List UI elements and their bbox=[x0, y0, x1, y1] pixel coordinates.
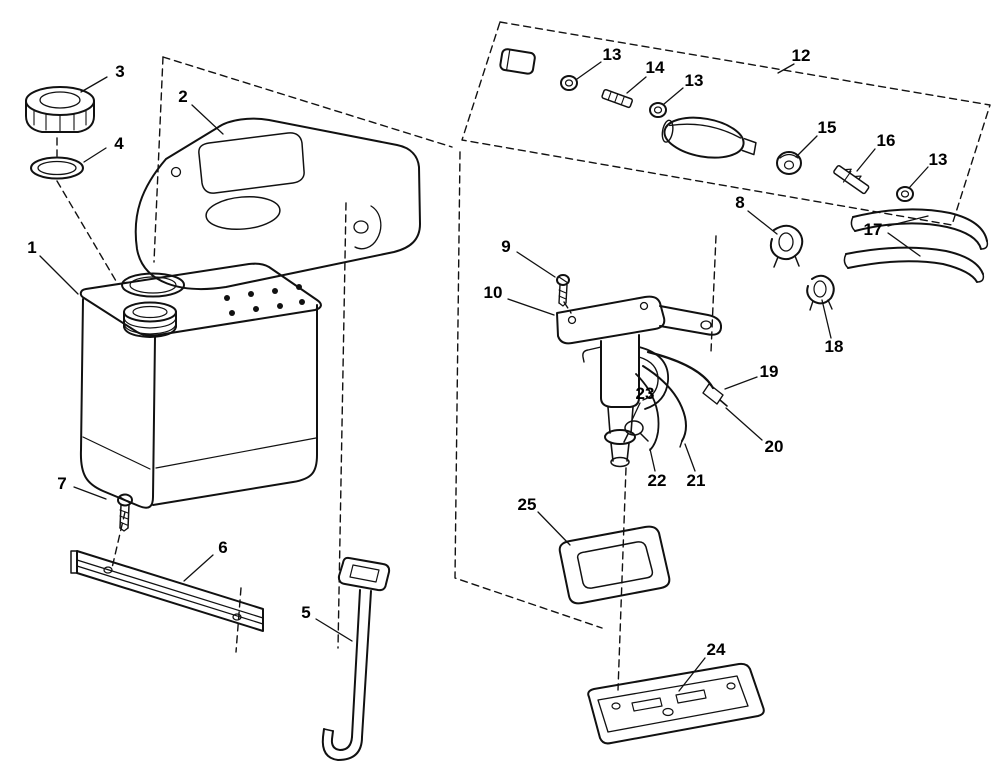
part-label-14: 14 bbox=[645, 58, 665, 77]
assembly-guide-lines bbox=[56, 21, 991, 691]
part-23-clamp bbox=[623, 420, 649, 443]
part-label-13a: 13 bbox=[602, 45, 622, 64]
part-label-9: 9 bbox=[501, 237, 511, 256]
part-6-mounting-bracket bbox=[70, 550, 264, 632]
part-label-7: 7 bbox=[57, 474, 67, 493]
part-16-connector bbox=[833, 165, 870, 195]
part-2-tank-cover bbox=[134, 117, 421, 291]
part-label-13b: 13 bbox=[684, 71, 704, 90]
part-5-dipstick bbox=[321, 556, 391, 761]
kit-filter-bulb bbox=[661, 116, 757, 159]
part-label-17: 17 bbox=[863, 220, 883, 239]
part-label-5: 5 bbox=[301, 603, 311, 622]
part-22-wire bbox=[635, 373, 660, 451]
part-9-pump-screw bbox=[556, 274, 570, 307]
part-label-18: 18 bbox=[824, 337, 844, 356]
part-label-16: 16 bbox=[876, 131, 896, 150]
part-4-cap-gasket bbox=[30, 156, 84, 180]
part-3-filler-cap bbox=[25, 86, 95, 133]
part-label-2: 2 bbox=[178, 87, 188, 106]
part-15-cap bbox=[776, 151, 802, 175]
part-label-4: 4 bbox=[114, 134, 124, 153]
part-label-3: 3 bbox=[115, 62, 125, 81]
part-label-15: 15 bbox=[817, 118, 837, 137]
part-label-22: 22 bbox=[647, 471, 667, 490]
part-label-12: 12 bbox=[791, 46, 811, 65]
part-label-25: 25 bbox=[517, 495, 537, 514]
part-label-13c: 13 bbox=[928, 150, 948, 169]
part-10-oil-pump-assembly bbox=[556, 295, 723, 468]
part-14-fitting bbox=[601, 88, 633, 109]
part-label-6: 6 bbox=[218, 538, 228, 557]
part-label-20: 20 bbox=[764, 437, 784, 456]
part-21-wire bbox=[642, 365, 687, 448]
part-label-1: 1 bbox=[27, 238, 37, 257]
part-label-8: 8 bbox=[735, 193, 745, 212]
part-label-10: 10 bbox=[483, 283, 503, 302]
part-7-bracket-screw bbox=[117, 493, 133, 532]
part-12-hose-kit bbox=[499, 48, 914, 202]
kit-pickup-cylinder bbox=[499, 48, 536, 75]
part-13-clamp-b bbox=[649, 102, 667, 118]
part-19-20-sensor-lead bbox=[646, 350, 728, 407]
part-13-clamp-a bbox=[560, 75, 578, 91]
part-label-24: 24 bbox=[706, 640, 726, 659]
part-24-mounting-plate bbox=[587, 662, 765, 745]
part-13-clamp-c bbox=[896, 186, 914, 202]
part-label-23: 23 bbox=[635, 384, 655, 403]
part-label-21: 21 bbox=[686, 471, 706, 490]
leader-lines bbox=[39, 61, 929, 692]
part-18-clamp bbox=[806, 274, 835, 311]
part-1-oil-tank bbox=[79, 262, 322, 509]
part-label-19: 19 bbox=[759, 362, 779, 381]
vent-holes bbox=[224, 284, 305, 316]
part-25-gasket bbox=[558, 525, 671, 605]
part-8-clamp bbox=[769, 224, 804, 268]
part-17-hoses bbox=[843, 208, 989, 283]
